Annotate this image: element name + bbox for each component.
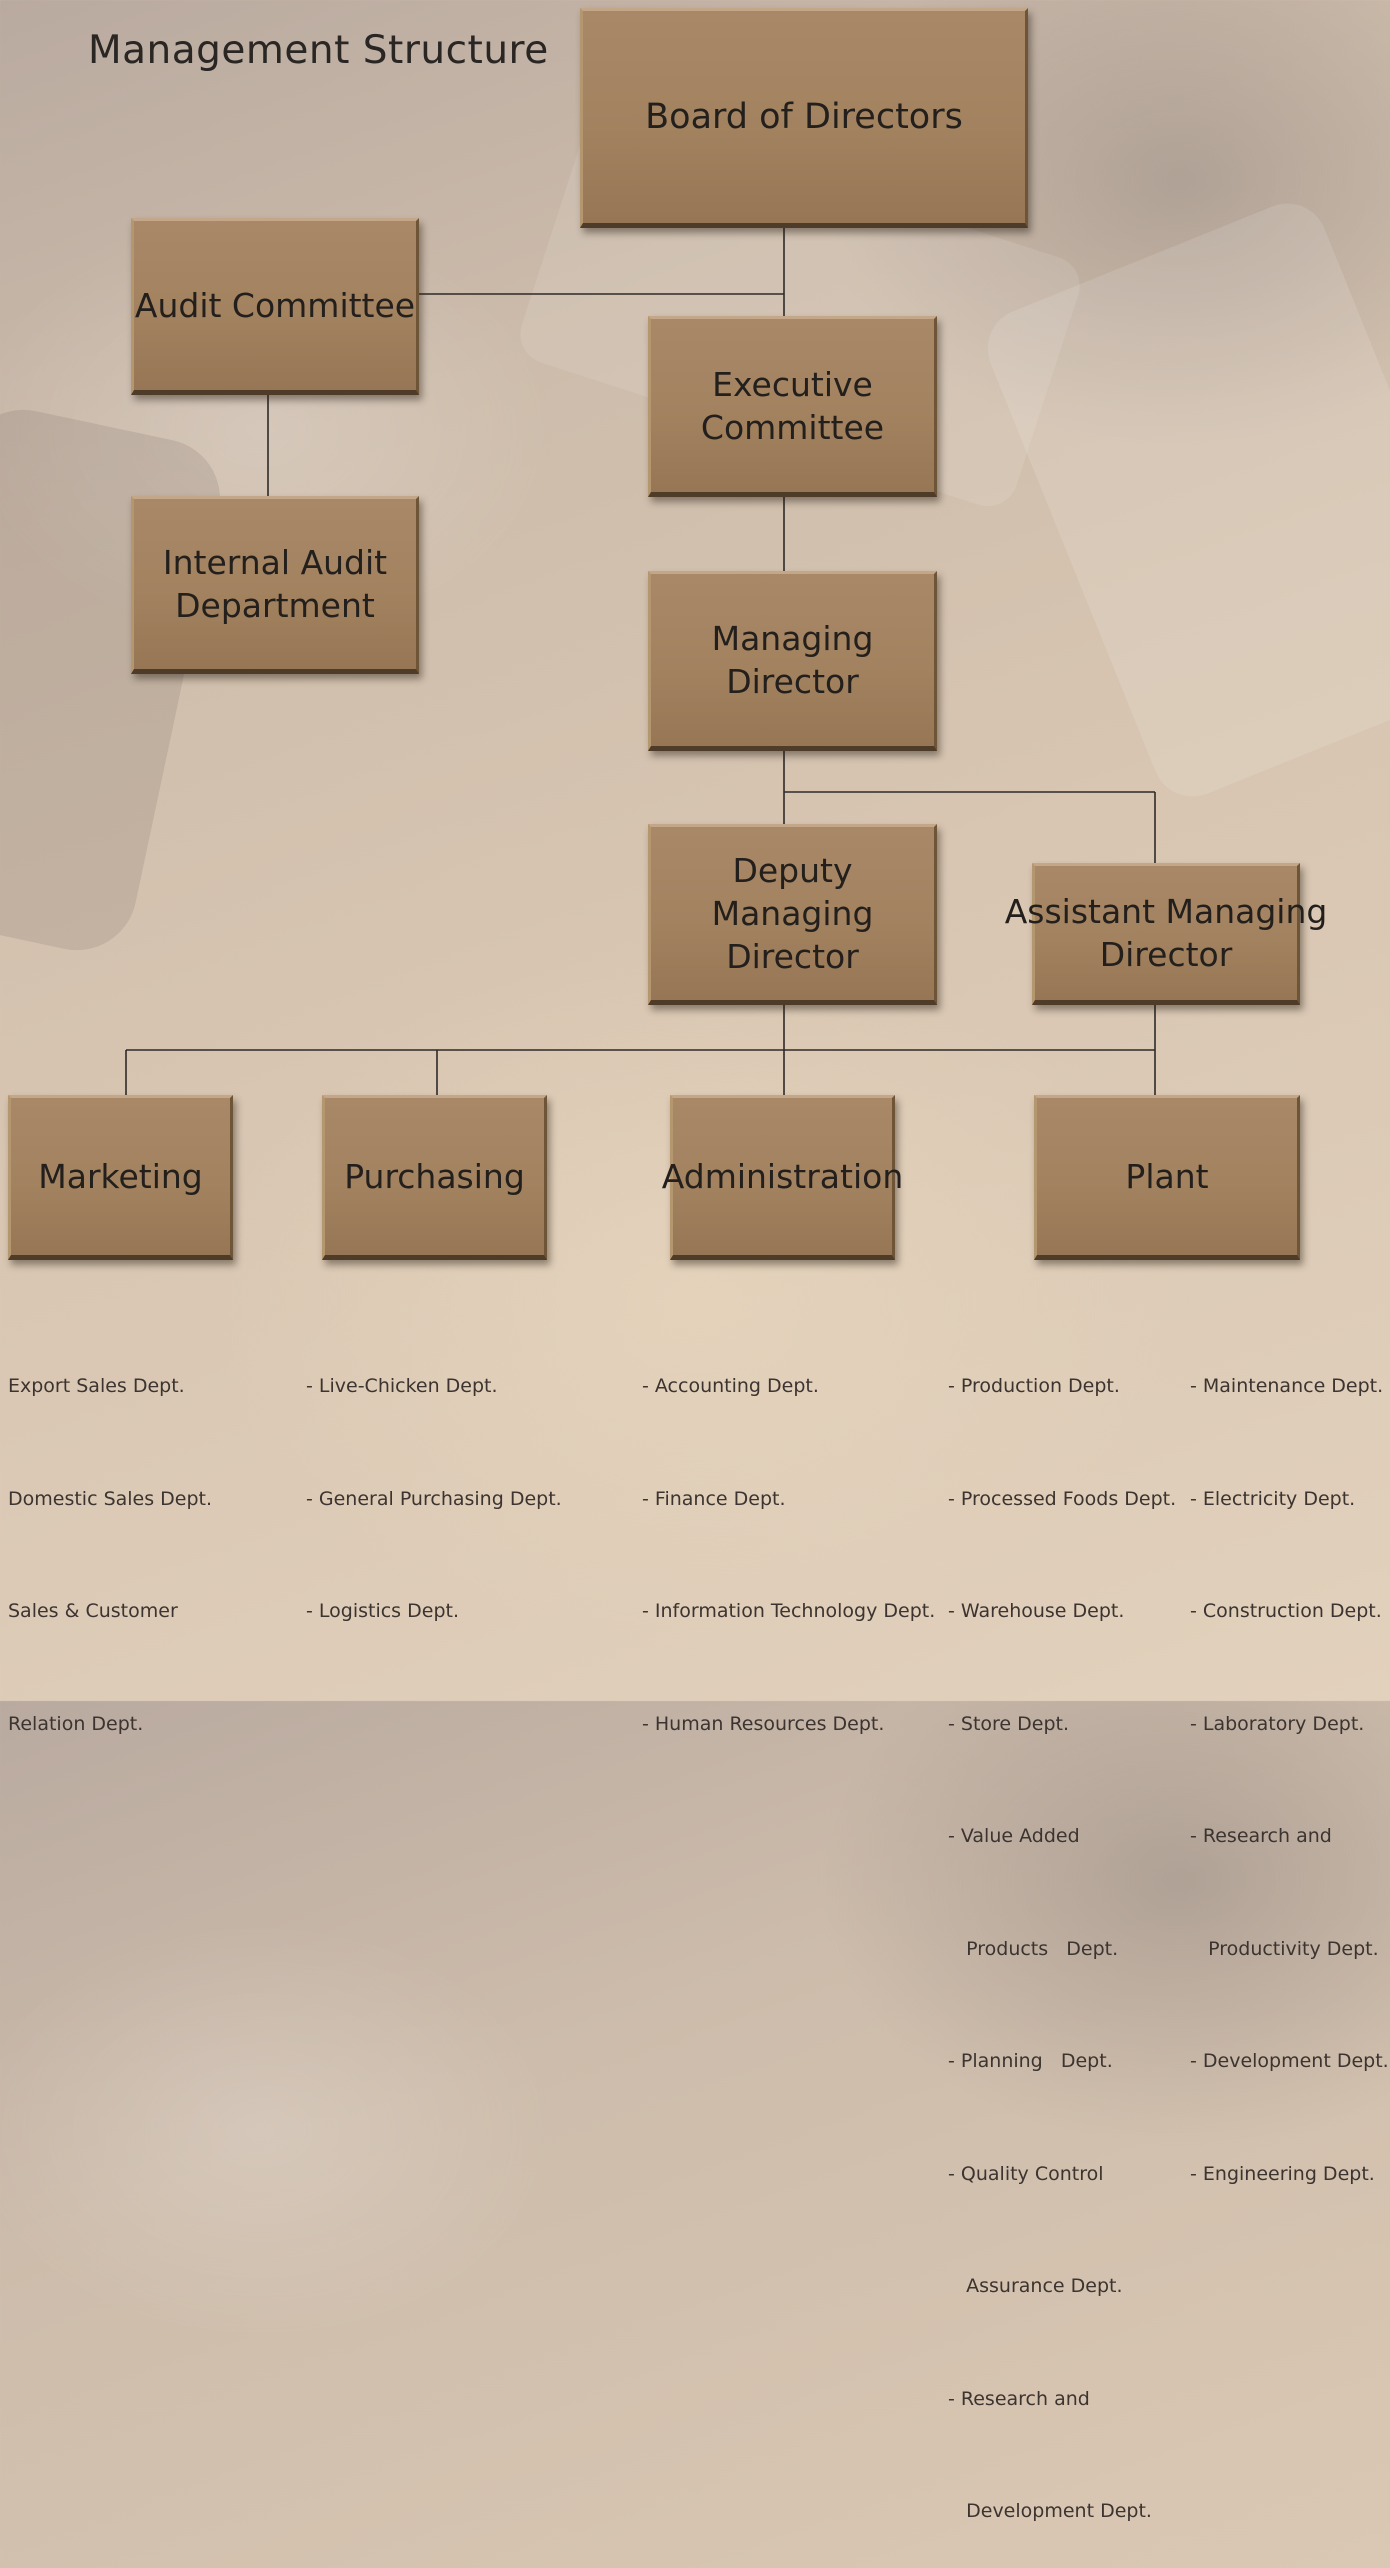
- administration-departments-list: - Accounting Dept. - Finance Dept. - Inf…: [642, 1293, 935, 1781]
- purchasing-label: Purchasing: [344, 1157, 525, 1196]
- list-item: - Construction Dept.: [1190, 1600, 1382, 1622]
- plant-label: Plant: [1125, 1157, 1209, 1196]
- list-item: - Warehouse Dept.: [948, 1600, 1125, 1622]
- managing-director-box: Managing Director: [648, 571, 937, 751]
- list-item: - Maintenance Dept.: [1190, 1375, 1384, 1397]
- list-item: - Logistics Dept.: [306, 1600, 459, 1622]
- assistant-managing-director-label: Assistant Managing Director: [1004, 892, 1328, 974]
- plant-box: Plant: [1034, 1095, 1300, 1260]
- administration-label: Administration: [661, 1157, 904, 1196]
- deputy-managing-director-label: Deputy Managing Director: [711, 851, 874, 976]
- list-item: - Store Dept.: [948, 1712, 1070, 1735]
- list-item: - Development Dept.: [1190, 2050, 1389, 2072]
- list-item: - Finance Dept.: [642, 1487, 786, 1510]
- list-item: - Laboratory Dept.: [1190, 1712, 1365, 1735]
- purchasing-departments-list: - Live-Chicken Dept. - General Purchasin…: [306, 1293, 562, 1668]
- board-of-directors-box: Board of Directors: [580, 8, 1028, 228]
- list-item: - Quality Control: [948, 2162, 1104, 2185]
- assistant-managing-director-box: Assistant Managing Director: [1005, 863, 1327, 1005]
- board-of-directors-label: Board of Directors: [645, 96, 963, 137]
- list-item: - Research and: [1190, 1825, 1332, 1847]
- list-item: - Planning Dept.: [948, 2050, 1113, 2072]
- marketing-departments-list: Export Sales Dept. Domestic Sales Dept. …: [8, 1293, 212, 1781]
- list-item: Export Sales Dept.: [8, 1375, 185, 1397]
- list-item: Relation Dept.: [8, 1712, 144, 1735]
- list-item: Products Dept.: [948, 1937, 1119, 1960]
- list-item: Sales & Customer: [8, 1600, 178, 1622]
- audit-committee-box: Audit Committee: [131, 218, 419, 395]
- list-item: Development Dept.: [948, 2500, 1152, 2522]
- connector-lines: [125, 226, 1156, 1097]
- list-item: Assurance Dept.: [948, 2275, 1123, 2297]
- marketing-label: Marketing: [38, 1157, 203, 1196]
- list-item: - Information Technology Dept.: [642, 1600, 936, 1622]
- plant-departments-list-2: - Maintenance Dept. - Electricity Dept. …: [1190, 1293, 1389, 2231]
- list-item: - Engineering Dept.: [1190, 2162, 1375, 2185]
- list-item: - Human Resources Dept.: [642, 1712, 885, 1735]
- executive-committee-label: Executive Committee: [700, 364, 885, 447]
- list-item: - Research and: [948, 2387, 1090, 2410]
- marketing-box: Marketing: [8, 1095, 233, 1260]
- list-item: - General Purchasing Dept.: [306, 1487, 562, 1510]
- plant-departments-list-1: - Production Dept. - Processed Foods Dep…: [948, 1293, 1176, 2568]
- page-title: Management Structure: [88, 28, 549, 73]
- managing-director-label: Managing Director: [711, 619, 874, 701]
- administration-box: Administration: [662, 1095, 903, 1260]
- list-item: - Live-Chicken Dept.: [306, 1375, 498, 1397]
- purchasing-box: Purchasing: [322, 1095, 547, 1260]
- internal-audit-department-box: Internal Audit Department: [131, 496, 419, 674]
- executive-committee-box: Executive Committee: [648, 316, 937, 497]
- audit-committee-label: Audit Committee: [134, 286, 416, 325]
- list-item: - Accounting Dept.: [642, 1375, 819, 1397]
- list-item: Domestic Sales Dept.: [8, 1487, 213, 1510]
- internal-audit-department-label: Internal Audit Department: [162, 543, 388, 625]
- list-item: - Production Dept.: [948, 1375, 1120, 1397]
- list-item: Productivity Dept.: [1190, 1937, 1379, 1960]
- deputy-managing-director-box: Deputy Managing Director: [648, 824, 937, 1005]
- list-item: - Value Added: [948, 1825, 1080, 1847]
- list-item: - Electricity Dept.: [1190, 1487, 1356, 1510]
- list-item: - Processed Foods Dept.: [948, 1487, 1177, 1510]
